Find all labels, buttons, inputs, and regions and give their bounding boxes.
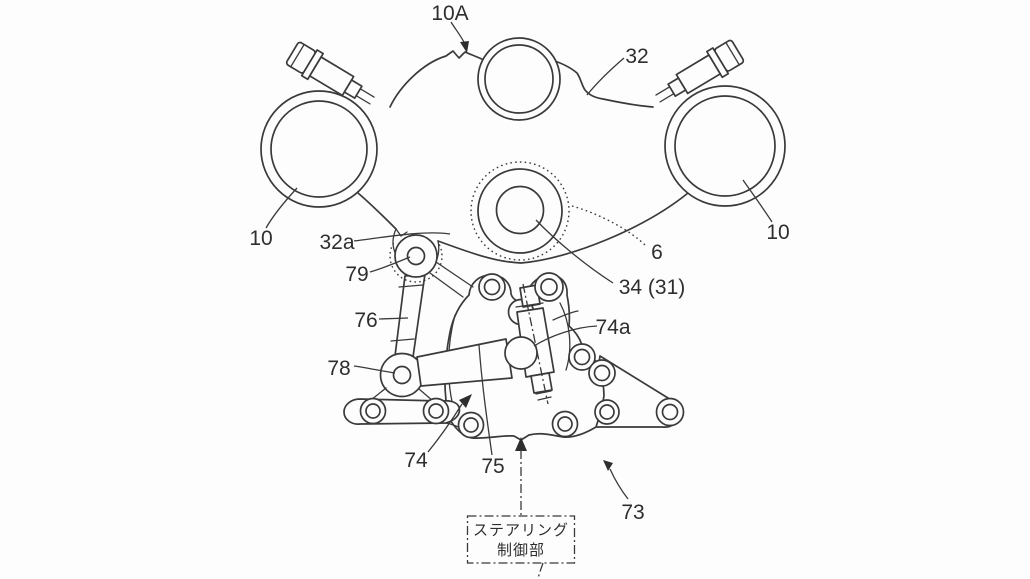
leader-74 <box>427 403 463 453</box>
bridge-bottom-edge-right <box>437 192 689 264</box>
head-pipe-outer <box>477 168 563 254</box>
dotted-circle-6 <box>470 161 570 261</box>
steering-control-box: ステアリング 制御部 <box>466 515 576 564</box>
bolt-head-facet-left <box>290 43 305 68</box>
hole <box>457 411 485 439</box>
leader-lines <box>265 21 773 579</box>
stem-top-boss <box>477 37 561 121</box>
leader-10-right <box>742 179 773 223</box>
label-79: 79 <box>345 263 368 286</box>
bolt-head-facet-right <box>725 41 740 66</box>
arrowhead-control <box>515 437 527 451</box>
fork-ring-right-outer <box>664 85 786 207</box>
housing-contour-c <box>552 310 579 321</box>
clamp-slit-right-b <box>655 86 671 96</box>
arrowhead-10A <box>460 41 469 53</box>
steering-arm <box>416 283 555 405</box>
hole <box>478 273 506 301</box>
label-34-31: 34 (31) <box>619 276 686 299</box>
leader-32 <box>586 57 625 96</box>
fork-clamp-right <box>664 85 786 207</box>
mount-connector-a <box>435 261 474 288</box>
clamp-slit-right-a <box>659 92 675 103</box>
reference-labels: 10A 32 10 10 32a 79 76 78 6 34 (31) 74a … <box>249 2 789 524</box>
bolt-step-right <box>667 77 687 98</box>
hole <box>655 397 685 427</box>
leader-34-31 <box>535 219 614 284</box>
arrowhead-73 <box>603 460 613 471</box>
hole <box>588 359 616 387</box>
label-75: 75 <box>481 455 504 478</box>
shaft-collar-bottom <box>390 338 415 342</box>
steering-shaft-34 <box>495 185 545 235</box>
label-10-left: 10 <box>249 227 272 250</box>
label-32: 32 <box>625 45 648 68</box>
leader-32a <box>353 232 451 242</box>
stem-circle-outer <box>477 37 561 121</box>
bridge-top-edge-left <box>389 50 487 108</box>
link-eye-79-hole <box>406 246 426 266</box>
label-10A: 10A <box>431 2 468 25</box>
dotted-arc-79 <box>389 242 443 283</box>
label-74: 74 <box>404 449 428 472</box>
bridge-top-edge-right <box>551 59 654 108</box>
hole <box>359 397 387 425</box>
head-pipe <box>470 161 570 261</box>
control-box-text-line2: 制御部 <box>497 541 545 559</box>
link-eye-79 <box>394 234 438 278</box>
label-10-right: 10 <box>766 221 789 244</box>
shaft-collar-top <box>398 284 424 288</box>
leader-75 <box>478 344 493 456</box>
housing-contour-b <box>559 302 571 371</box>
clamp-slit-left-b <box>355 94 371 105</box>
leader-76 <box>378 317 409 320</box>
link-eye-78-hole <box>392 365 412 385</box>
control-box-border <box>466 515 576 564</box>
control-box-text-line1: ステアリング <box>473 521 569 539</box>
label-74a: 74a <box>595 316 630 339</box>
leader-79 <box>369 256 411 273</box>
leader-73 <box>609 468 629 500</box>
arm-74 <box>416 338 513 387</box>
top-bridge <box>357 50 689 264</box>
leader-74a <box>533 325 598 347</box>
mounting-holes <box>359 272 685 439</box>
bridge-bottom-edge-left <box>357 192 397 230</box>
label-32a: 32a <box>319 231 354 254</box>
hole <box>594 399 620 425</box>
bolt-step-left <box>343 79 363 100</box>
leader-10A <box>450 21 466 45</box>
hole <box>534 272 564 302</box>
leader-6-dotted <box>571 205 647 247</box>
arrowhead-74 <box>459 394 472 408</box>
bolt-centerline <box>522 283 549 405</box>
clevis-bolt-top-flange <box>515 302 544 308</box>
mount-connector-b <box>429 272 464 298</box>
label-73: 73 <box>621 501 644 524</box>
hole <box>551 410 579 438</box>
clevis-bolt-bottom <box>530 372 553 394</box>
stem-circle-inner <box>484 44 554 114</box>
clamp-slit-left-a <box>359 88 375 98</box>
pinch-bolt-right <box>655 39 745 103</box>
control-line-below-box <box>537 562 544 579</box>
label-6: 6 <box>651 241 663 264</box>
fork-ring-right-inner <box>674 95 776 197</box>
label-78: 78 <box>327 357 350 380</box>
fork-ring-left-inner <box>270 100 368 198</box>
fork-ring-left-outer <box>260 90 378 208</box>
hole <box>422 397 450 425</box>
fork-clamp-left <box>260 90 378 208</box>
clevis-nut-line-a <box>535 390 552 395</box>
ball-joint-74a <box>504 336 538 370</box>
hole <box>568 343 596 371</box>
leader-78 <box>353 365 396 374</box>
label-76: 76 <box>354 309 377 332</box>
clevis-nut-line-b <box>537 396 552 401</box>
bridge-tab-32a <box>395 228 408 237</box>
pinch-bolt-left <box>285 41 375 105</box>
leader-10-left <box>265 187 298 229</box>
tie-rod-link <box>370 228 474 402</box>
